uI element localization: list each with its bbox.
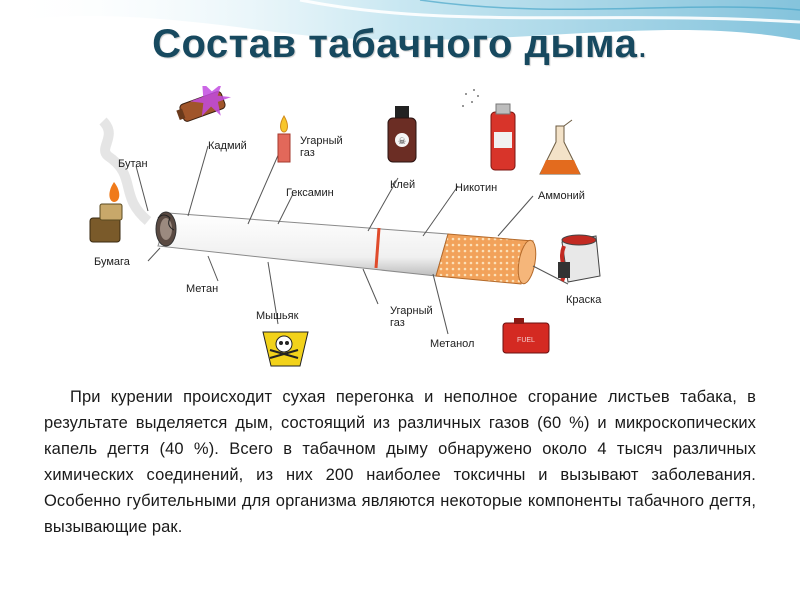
label-kadmiy: Кадмий (208, 140, 247, 152)
label-ugarny-top-2: газ (300, 147, 315, 159)
battery-icon (176, 86, 232, 122)
label-nikotin: Никотин (455, 182, 498, 194)
label-ammoniy: Аммоний (538, 190, 585, 202)
label-ugarny-top-1: Угарный (300, 135, 343, 147)
description-paragraph: При курении происходит сухая перегонка и… (44, 388, 756, 536)
diagram-graphic: ☠ (89, 86, 601, 367)
label-myshyak: Мышьяк (256, 310, 299, 322)
glue-bottle-icon: ☠ (387, 106, 417, 163)
smoke (99, 117, 152, 225)
candle-icon (277, 115, 291, 163)
paint-bucket-icon (558, 234, 601, 283)
cigarette (155, 211, 537, 285)
skull-icon (262, 331, 309, 367)
label-geksamin: Гексамин (286, 187, 334, 199)
leader-lines (135, 143, 569, 335)
label-metanol: Метанол (430, 338, 475, 350)
label-metan: Метан (186, 283, 219, 295)
methanol-box-icon: FUEL (502, 318, 550, 354)
cigarette-diagram: ☠ (78, 86, 638, 378)
label-butan: Бутан (118, 158, 148, 170)
svg-text:FUEL: FUEL (517, 337, 535, 344)
title-text: Состав табачного дыма (152, 22, 638, 66)
page-title: Состав табачного дыма. (0, 22, 800, 67)
flask-icon (539, 119, 581, 175)
label-ugarny-bottom-2: газ (390, 317, 405, 329)
top-wave-decoration (0, 0, 800, 40)
lighter-icon (89, 182, 123, 243)
spray-can-icon (462, 89, 516, 171)
label-kraska: Краска (566, 294, 602, 306)
label-ugarny-bottom-1: Угарный (390, 305, 433, 317)
label-bumaga: Бумага (94, 256, 130, 268)
title-dot: . (637, 24, 648, 65)
label-kley: Клей (390, 179, 416, 191)
svg-text:☠: ☠ (398, 136, 406, 146)
